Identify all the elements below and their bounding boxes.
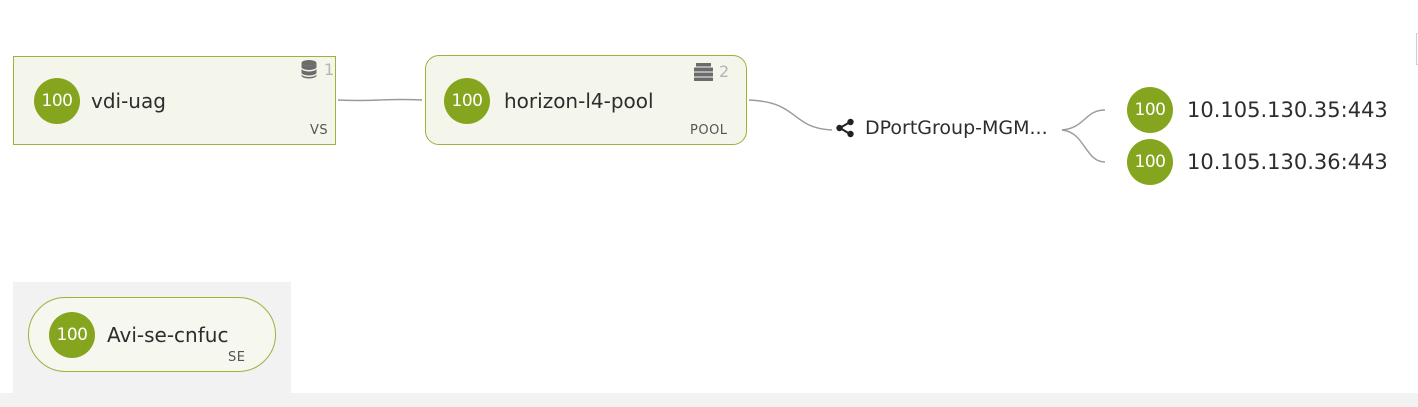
network-to-server-2-link — [1061, 129, 1106, 163]
health-score-badge: 100 — [49, 312, 95, 358]
health-score-badge: 100 — [34, 78, 80, 124]
server-item[interactable]: 100 10.105.130.36:443 — [1127, 139, 1388, 185]
right-side-panel-edge — [1416, 33, 1418, 65]
service-engine-node[interactable]: 100 Avi-se-cnfuc SE — [28, 297, 276, 372]
network-to-server-1-link — [1061, 109, 1106, 131]
database-icon — [301, 60, 317, 79]
pool-node[interactable]: 100 horizon-l4-pool 2 POOL — [425, 55, 747, 145]
health-score-badge: 100 — [1127, 139, 1173, 185]
virtual-service-count: 1 — [300, 59, 334, 79]
network-node[interactable]: DPortGroup-MGM... — [835, 117, 1048, 139]
health-score-badge: 100 — [1127, 87, 1173, 133]
health-score-badge: 100 — [444, 78, 490, 124]
network-name[interactable]: DPortGroup-MGM... — [865, 117, 1048, 139]
pool-name[interactable]: horizon-l4-pool — [504, 89, 654, 113]
server-address[interactable]: 10.105.130.35:443 — [1187, 98, 1388, 122]
pool-to-network-link — [748, 99, 833, 131]
vs-to-pool-link — [337, 98, 423, 102]
pool-server-count: 2 — [694, 62, 729, 81]
server-item[interactable]: 100 10.105.130.35:443 — [1127, 87, 1388, 133]
bottom-panel-edge — [0, 393, 1418, 407]
share-network-icon — [836, 118, 854, 138]
service-engine-name[interactable]: Avi-se-cnfuc — [107, 323, 229, 347]
virtual-service-name[interactable]: vdi-uag — [91, 89, 166, 113]
server-address[interactable]: 10.105.130.36:443 — [1187, 150, 1388, 174]
object-type-label: POOL — [690, 123, 728, 138]
server-stack-icon — [694, 62, 713, 81]
object-type-label: VS — [310, 123, 329, 138]
object-type-label: SE — [228, 350, 246, 365]
count-number: 1 — [324, 59, 335, 79]
count-number: 2 — [719, 62, 730, 81]
virtual-service-node[interactable]: 100 vdi-uag 1 VS — [13, 56, 336, 145]
